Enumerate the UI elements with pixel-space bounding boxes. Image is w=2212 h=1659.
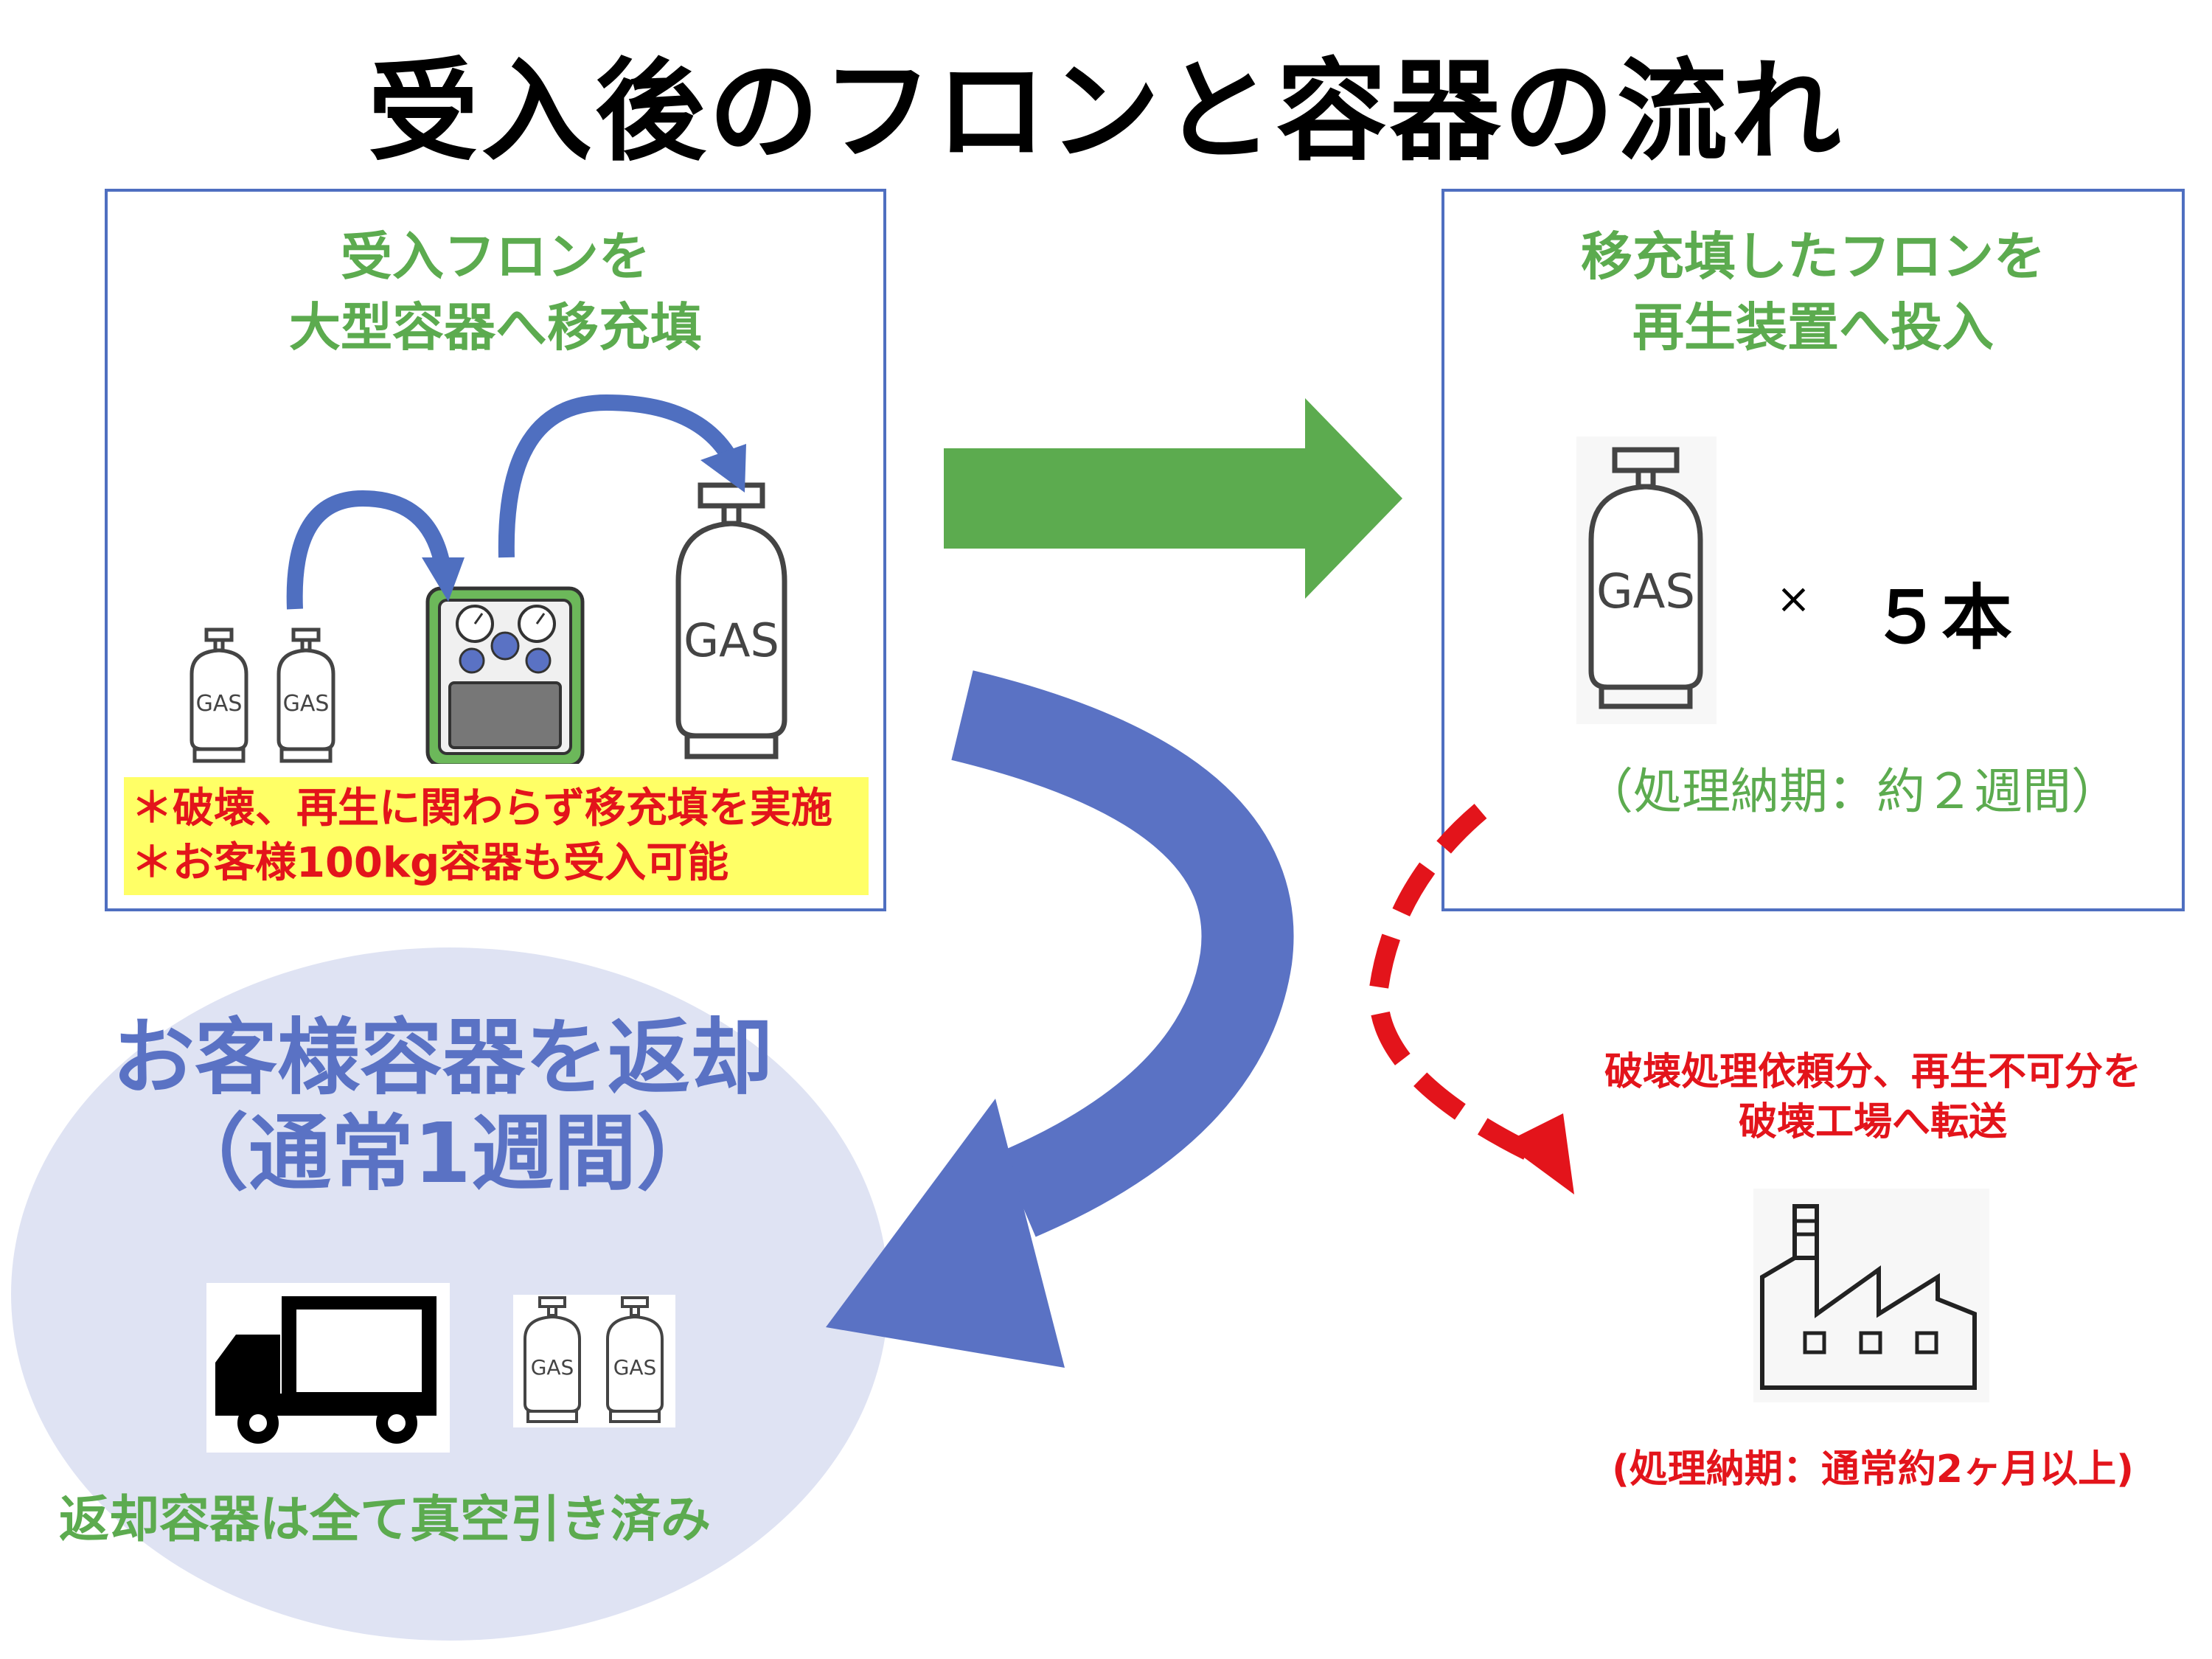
return-footer: 返却容器は全て真空引き済み — [59, 1491, 712, 1549]
red-dashed-arrow — [1368, 804, 1574, 1194]
recovery-machine-icon — [425, 586, 585, 764]
small-gas-cylinder-icon-1: GAS — [189, 627, 248, 763]
note-box: ＊破壊、再生に関わらず移充填を実施 ＊お客様100kg容器も受入可能 — [124, 777, 869, 895]
small-gas-cylinder-icon-2: GAS — [276, 627, 335, 763]
arc-arrow-1 — [286, 490, 451, 610]
svg-text:GAS: GAS — [196, 691, 243, 717]
factory-icon — [1753, 1189, 1989, 1402]
left-heading-line2: 大型容器へ移充填 — [289, 297, 702, 358]
svg-text:GAS: GAS — [283, 691, 330, 717]
factory-lead-time: (処理納期：通常約2ヶ月以上) — [1612, 1447, 2134, 1492]
right-lead-time: （処理納期：約２週間） — [1585, 763, 2120, 820]
multiply-sign: × — [1776, 575, 1811, 623]
green-flow-arrow — [944, 398, 1402, 599]
return-title: お客様容器を返却 — [112, 1010, 773, 1106]
svg-text:GAS: GAS — [613, 1355, 657, 1380]
note-line-1: ＊破壊、再生に関わらず移充填を実施 — [131, 785, 832, 832]
large-gas-cylinder-icon: GAS — [675, 482, 787, 759]
svg-text:GAS: GAS — [684, 613, 779, 667]
cylinder-count: ５本 — [1871, 577, 2012, 659]
return-gas-cylinders-icon: GAS GAS — [513, 1295, 675, 1427]
right-process-box: 移充填したフロンを 再生装置へ投入 × ５本 （処理納期：約２週間） — [1441, 189, 2185, 911]
right-gas-cylinder-icon: GAS — [1576, 437, 1717, 724]
svg-text:GAS: GAS — [1596, 565, 1695, 619]
truck-icon — [206, 1283, 450, 1453]
left-process-box: 受入フロンを 大型容器へ移充填 ＊破壊、再生に関わらず移充填を実施 ＊お客様10… — [105, 189, 886, 911]
svg-text:GAS: GAS — [531, 1355, 574, 1380]
arc-arrow-2 — [498, 394, 735, 558]
right-heading-line1: 移充填したフロンを — [1581, 226, 2045, 287]
note-line-2: ＊お客様100kg容器も受入可能 — [131, 839, 729, 887]
page-title: 受入後のフロンと容器の流れ — [367, 48, 1844, 176]
left-heading-line1: 受入フロンを — [341, 226, 650, 287]
blue-return-arrow — [826, 670, 1294, 1368]
left-illustrations: GAS GAS GAS — [189, 394, 787, 764]
right-heading-line2: 再生装置へ投入 — [1632, 297, 1994, 358]
factory-label-line1: 破壊処理依頼分、再生不可分を — [1604, 1050, 2141, 1094]
return-duration: （通常1週間） — [166, 1106, 719, 1202]
factory-label-line2: 破壊工場へ転送 — [1738, 1100, 2007, 1144]
